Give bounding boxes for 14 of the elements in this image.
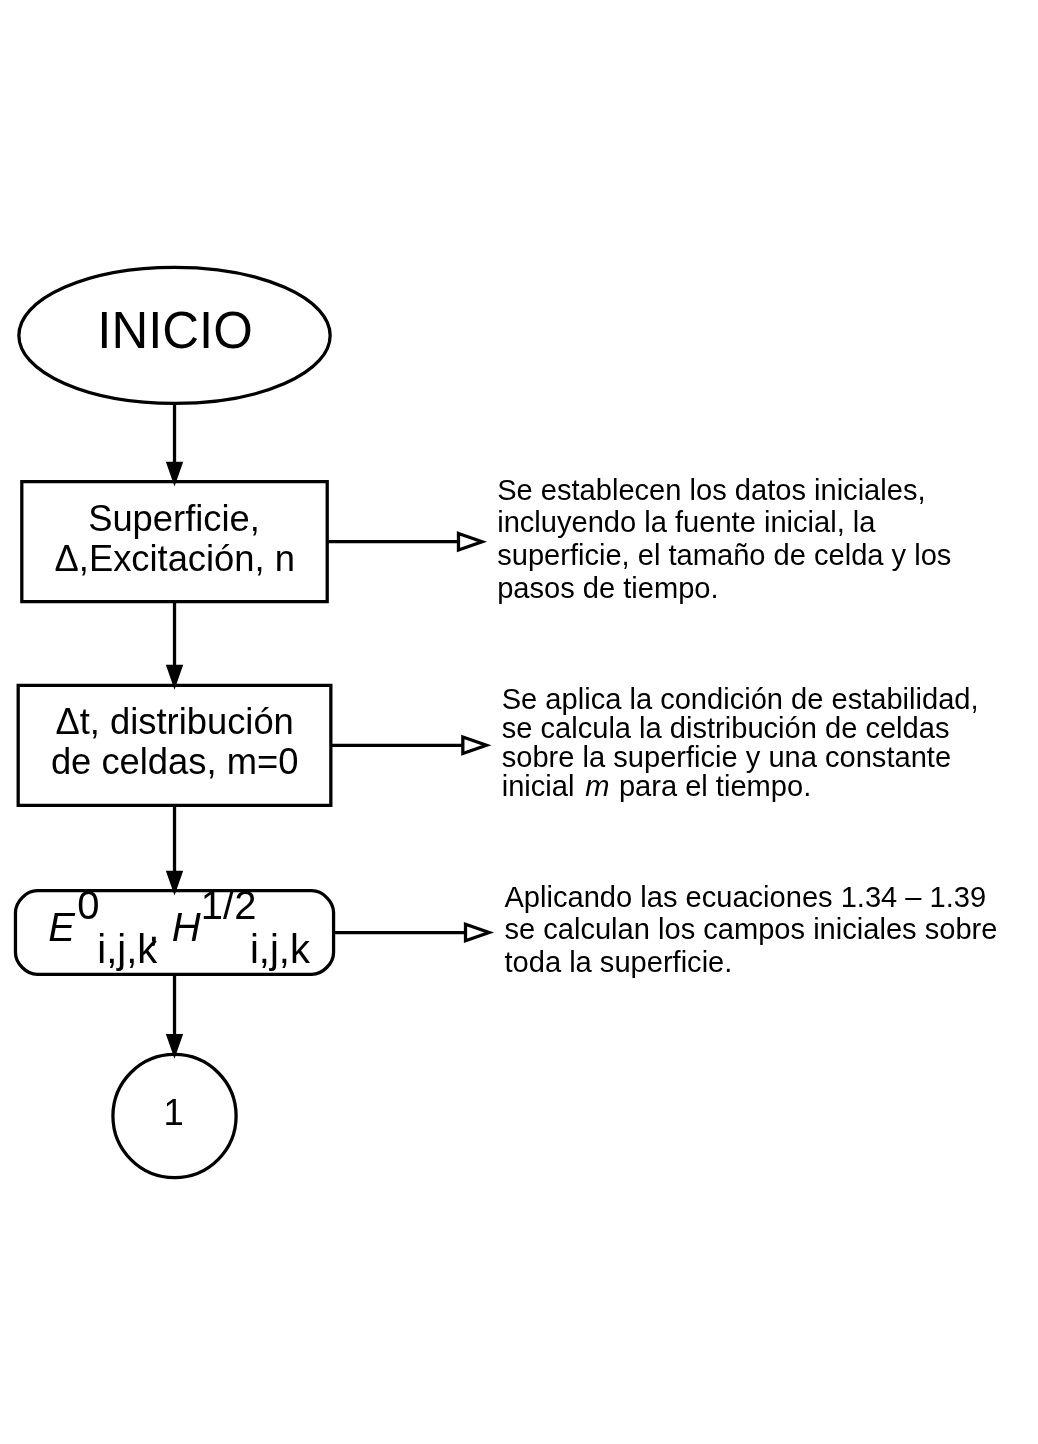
node-text: Se establecen los datos iniciales, incluyendo la fuente inicial, la superficie, el tamaño de celda y los pasos de tiempo. — [497, 473, 952, 604]
arrow — [165, 974, 184, 1059]
node-text: Se aplica la condición de estabilidad, se calcula la distribución de celdas sobre la superficie y una constante inicial m para el tiempo. — [501, 682, 979, 802]
node-box: Δt, distribución de celdas, m=0 — [16, 683, 333, 807]
arrow — [165, 805, 184, 896]
arrow — [165, 403, 184, 486]
arrow — [165, 601, 184, 690]
node-circle: 1 — [111, 1052, 238, 1179]
arrow — [334, 921, 495, 943]
arrow — [327, 530, 488, 552]
node-ellipse: INICIO — [17, 265, 332, 405]
arrow — [331, 734, 492, 756]
node-text: Aplicando las ecuaciones 1.34 – 1.39 se calculan los campos iniciales sobre toda la superficie. — [504, 880, 998, 978]
node-box: Superficie, Δ,Excitación, n — [20, 479, 329, 603]
